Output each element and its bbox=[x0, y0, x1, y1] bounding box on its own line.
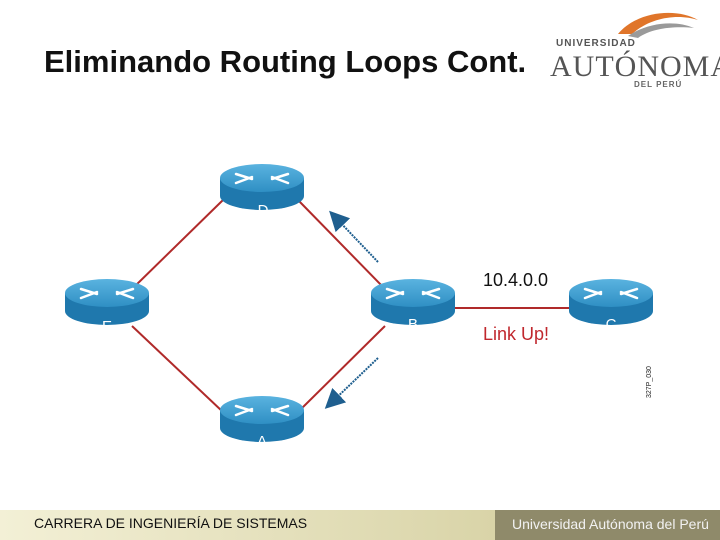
network-address-label: 10.4.0.0 bbox=[483, 270, 549, 290]
router-c-label: C bbox=[606, 316, 617, 333]
network-links bbox=[131, 199, 570, 413]
router-b-label: B bbox=[408, 316, 418, 333]
university-logo: UNIVERSIDAD AUTÓNOMA DEL PERÚ bbox=[548, 6, 720, 92]
logo-line3: DEL PERÚ bbox=[634, 80, 683, 89]
footer-university-name: Universidad Autónoma del Perú bbox=[512, 516, 709, 532]
update-arrow-to-d bbox=[329, 210, 379, 263]
router-a-label: A bbox=[257, 433, 267, 450]
footer-program-name: CARRERA DE INGENIERÍA DE SISTEMAS bbox=[34, 515, 308, 531]
router-d-label: D bbox=[258, 202, 269, 219]
update-arrow-to-a bbox=[324, 357, 379, 409]
footer-left-panel bbox=[0, 510, 495, 540]
link-b-a bbox=[297, 325, 386, 413]
logo-line2: AUTÓNOMA bbox=[550, 50, 720, 83]
footer-right-panel bbox=[495, 510, 720, 540]
logo-swoosh-icon bbox=[618, 12, 698, 38]
link-d-e bbox=[131, 199, 224, 290]
network-diagram: D E B C A bbox=[63, 162, 655, 450]
slide-title: Eliminando Routing Loops Cont. bbox=[44, 44, 527, 79]
update-arrows bbox=[324, 210, 379, 409]
link-e-a bbox=[131, 325, 224, 413]
logo-line1: UNIVERSIDAD bbox=[556, 38, 636, 49]
footer-bar bbox=[0, 510, 720, 540]
link-status-label: Link Up! bbox=[483, 324, 550, 344]
router-e-label: E bbox=[102, 318, 112, 335]
link-d-b bbox=[297, 199, 386, 290]
figure-id: 327P_030 bbox=[646, 366, 653, 398]
